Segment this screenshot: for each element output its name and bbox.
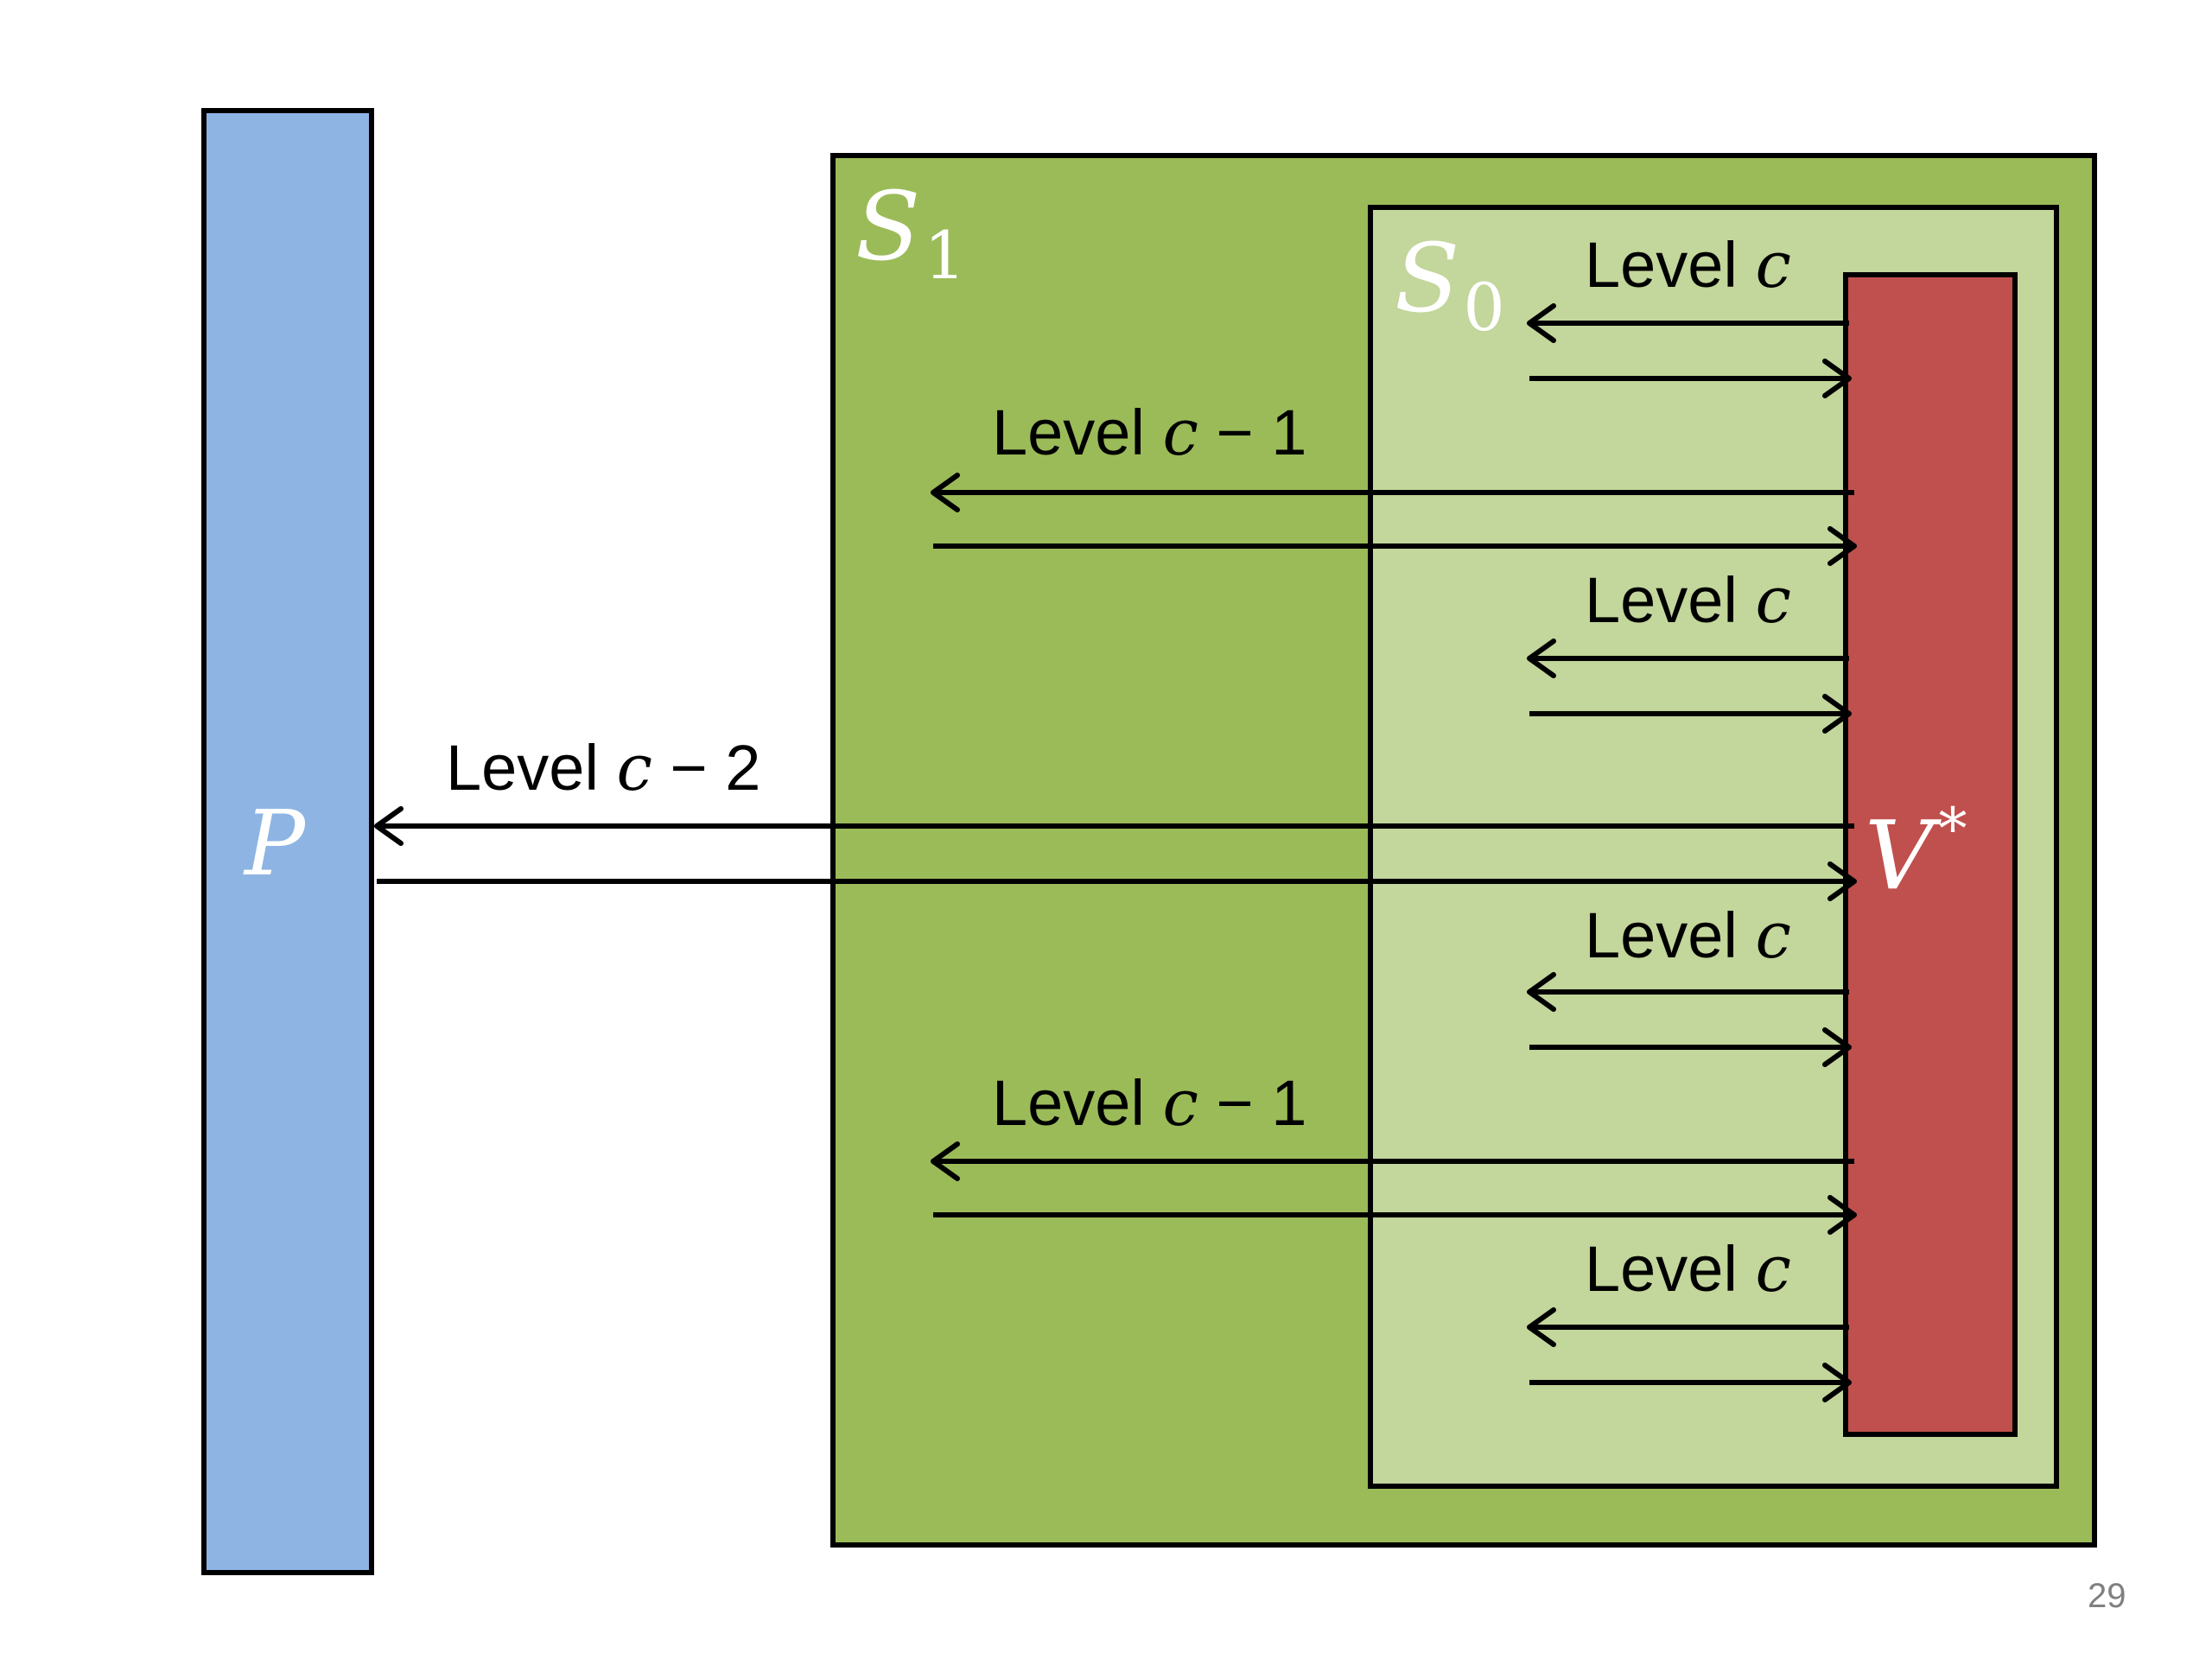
level-word: Level: [446, 732, 616, 804]
arrowhead-right-6: [1822, 1363, 1852, 1402]
message-arrows: [374, 303, 1857, 1402]
inner-simulator-label: S0: [1395, 223, 1505, 346]
verifier-superscript: *: [1938, 796, 1967, 862]
level-variable: c: [1755, 899, 1790, 973]
arrowhead-right-4: [1822, 1027, 1852, 1067]
arrowhead-right-1: [1827, 526, 1857, 566]
inner-simulator-letter: S: [1395, 223, 1459, 334]
level-label-1: Level c − 1: [992, 396, 1306, 470]
page-number: 29: [2088, 1577, 2126, 1615]
outer-simulator-label: S1: [855, 171, 966, 294]
level-variable: c: [1162, 396, 1198, 470]
inner-simulator-subscript: 0: [1463, 269, 1504, 346]
level-label-0: Level c: [1585, 228, 1791, 302]
level-word: Level: [992, 1067, 1162, 1139]
arrowhead-left-2: [1527, 639, 1556, 678]
arrowhead-right-3: [1827, 861, 1857, 901]
level-variable: c: [1162, 1066, 1198, 1141]
level-label-5: Level c − 1: [992, 1066, 1306, 1141]
arrowhead-left-1: [931, 473, 960, 512]
level-word: Level: [1585, 564, 1755, 636]
level-word: Level: [992, 397, 1162, 468]
arrowhead-left-3: [374, 806, 404, 846]
arrowhead-left-4: [1527, 972, 1556, 1012]
verifier-letter: V: [1865, 800, 1942, 911]
level-variable: c: [1755, 563, 1790, 638]
arrowhead-right-0: [1822, 359, 1852, 398]
prover-box: [201, 108, 374, 1575]
arrowhead-right-5: [1827, 1195, 1857, 1235]
arrowhead-right-2: [1822, 694, 1852, 734]
level-offset: − 1: [1198, 397, 1307, 468]
verifier-label: V*: [1865, 796, 1967, 911]
level-label-4: Level c: [1585, 899, 1791, 973]
level-variable: c: [1755, 228, 1790, 302]
prover-label: P: [243, 791, 307, 896]
level-label-2: Level c: [1585, 563, 1791, 638]
outer-simulator-letter: S: [855, 171, 920, 282]
verifier-box: [1843, 272, 2018, 1437]
arrowhead-left-5: [931, 1141, 960, 1181]
level-label-6: Level c: [1585, 1232, 1791, 1306]
level-variable: c: [1755, 1232, 1790, 1306]
level-offset: − 2: [652, 732, 761, 804]
level-offset: − 1: [1198, 1067, 1307, 1139]
level-variable: c: [616, 731, 652, 805]
level-word: Level: [1585, 229, 1755, 301]
level-label-3: Level c − 2: [446, 731, 760, 805]
level-word: Level: [1585, 899, 1755, 971]
arrowhead-left-0: [1527, 303, 1556, 343]
arrowhead-left-6: [1527, 1307, 1556, 1347]
level-word: Level: [1585, 1233, 1755, 1305]
outer-simulator-subscript: 1: [924, 217, 965, 294]
